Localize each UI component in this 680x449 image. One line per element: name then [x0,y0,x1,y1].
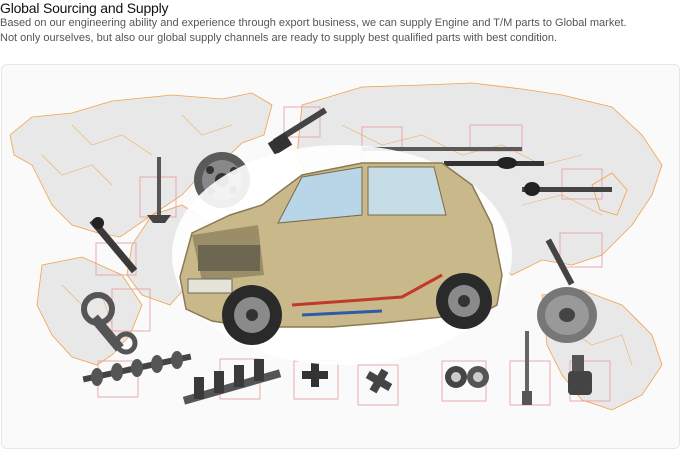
engine-valve [147,157,171,223]
intro-line-1: Based on our engineering ability and exp… [0,17,627,29]
crankshaft [182,359,282,405]
car-illustration [172,145,512,365]
universal-joint [302,363,393,394]
pin [522,331,532,405]
intro-text: Based on our engineering ability and exp… [0,16,680,46]
bearing [445,366,489,388]
clutch-release-bearing [568,355,592,395]
camshaft [82,351,192,386]
connecting-rod [81,292,138,355]
intro-line-2: Not only ourselves, but also our global … [0,32,558,44]
disc-rotor [537,287,597,343]
page-title: Global Sourcing and Supply [0,0,169,16]
tie-rod [89,217,138,274]
cv-axle [444,157,612,196]
gear-shaft [267,107,328,156]
tie-rod [545,238,575,286]
supply-map-panel [1,64,680,449]
drive-shaft [362,147,522,151]
supply-map-illustration [9,82,663,411]
